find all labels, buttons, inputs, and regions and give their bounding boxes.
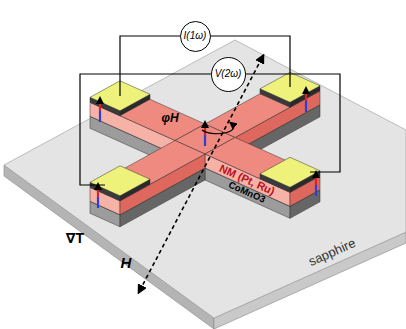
angle-arrow: [202, 124, 234, 134]
meter-circle: I(1ω): [180, 21, 211, 52]
gradient-arrow-cold: [99, 111, 101, 122]
meter-label: V(2ω): [215, 69, 242, 79]
gradient-arrow-hot: [204, 124, 206, 135]
gradient-arrow-cold: [305, 101, 307, 112]
label: H: [121, 255, 132, 270]
label: ∇T: [66, 231, 84, 245]
meter-circle: V(2ω): [211, 57, 246, 92]
hall-cross: [90, 72, 320, 227]
gradient-arrow-hot: [99, 100, 101, 111]
gradient-arrow-cold: [204, 135, 206, 146]
substrate-top: [4, 40, 406, 318]
metal-layer: [90, 141, 205, 201]
gradient-arrow-hot: [305, 90, 307, 101]
gradient-arrows: [98, 90, 316, 208]
gradient-arrow-hot: [97, 186, 99, 197]
gradient-arrow-hot: [315, 174, 317, 185]
voltage-wire: [80, 74, 340, 185]
gradient-arrow-cold: [315, 185, 317, 196]
meter-label: I(1ω): [184, 31, 207, 41]
gradient-arrow-cold: [97, 197, 99, 208]
wires: [80, 36, 340, 185]
label: φH: [161, 112, 178, 124]
